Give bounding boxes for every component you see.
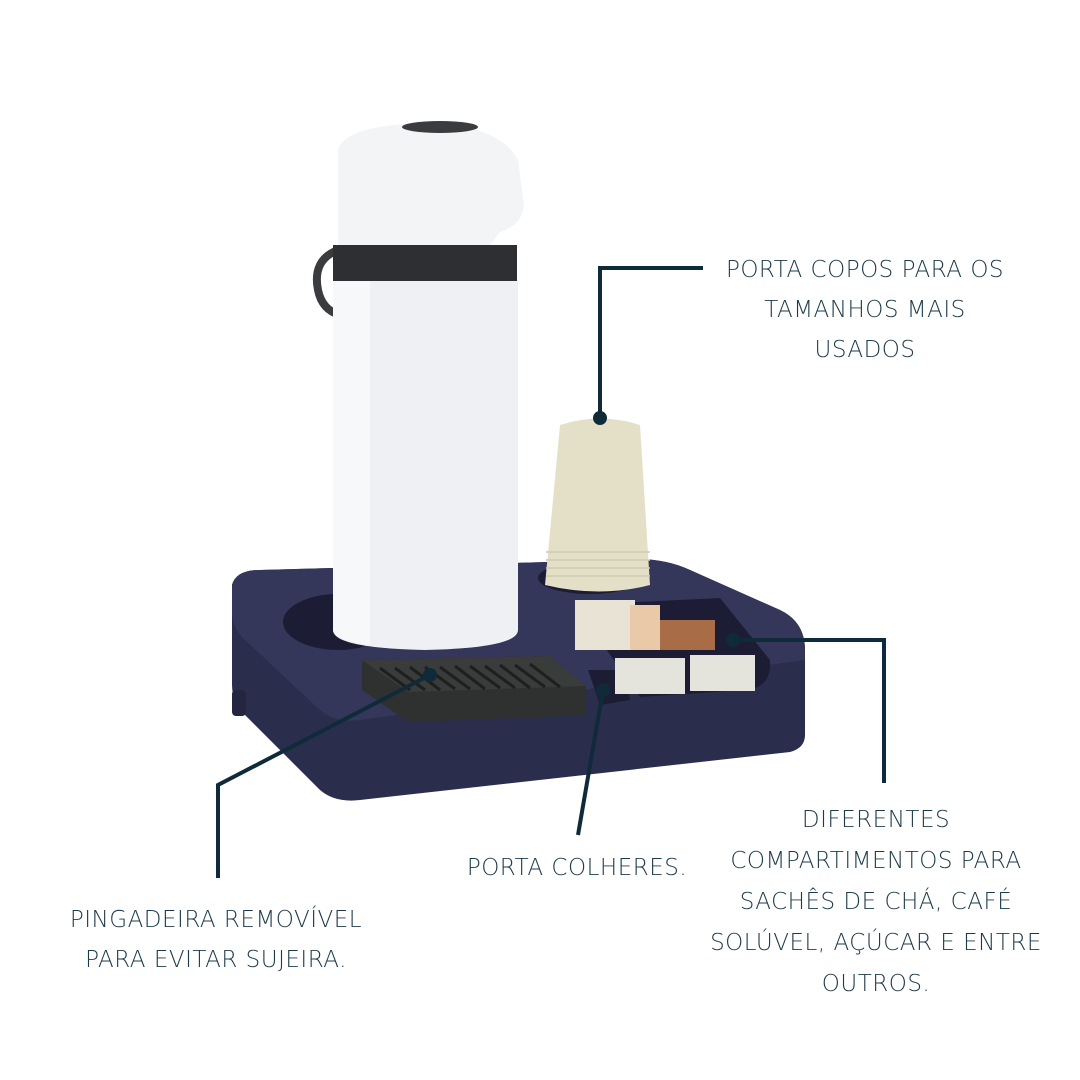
callout-dot-drip-tray <box>423 668 437 682</box>
callout-line: COMPARTIMENTOS PARA <box>730 848 1022 874</box>
sachets <box>575 600 755 694</box>
callout-line: SACHÊS DE CHÁ, CAFÉ <box>739 889 1013 915</box>
callout-line-drip-tray <box>216 673 431 878</box>
callout-line: PINGADEIRA REMOVÍVEL <box>69 907 363 933</box>
callout-compartments-text: DIFERENTES COMPARTIMENTOS PARA SACHÊS DE… <box>706 800 1046 1005</box>
callout-line: TAMANHOS MAIS <box>764 297 966 323</box>
callout-line: OUTROS. <box>821 971 931 997</box>
callout-line: SOLÚVEL, AÇÚCAR E ENTRE <box>710 930 1042 956</box>
thermos-band <box>333 245 517 281</box>
callout-line: DIFERENTES <box>801 807 951 833</box>
pump-button <box>402 121 478 133</box>
thermos-lid <box>338 123 524 245</box>
callout-line: PORTA COLHERES. <box>466 855 688 881</box>
callout-line: USADOS <box>814 337 916 363</box>
callout-lines <box>216 266 886 878</box>
thermos <box>313 121 524 650</box>
callout-cups-text: PORTA COPOS PARA OS TAMANHOS MAIS USADOS <box>705 250 1025 370</box>
callout-spoons-text: PORTA COLHERES. <box>437 848 717 888</box>
callout-dot-spoons <box>596 683 610 697</box>
drip-tray <box>362 656 586 722</box>
callout-line-cups <box>598 266 703 418</box>
callout-drip-tray-text: PINGADEIRA REMOVÍVEL PARA EVITAR SUJEIRA… <box>56 900 376 980</box>
callout-line-spoons <box>576 689 605 836</box>
thermos-handle <box>313 246 342 319</box>
callout-line: PARA EVITAR SUJEIRA. <box>85 947 347 973</box>
callout-dot-cups <box>593 411 607 425</box>
callout-line: PORTA COPOS PARA OS <box>725 257 1005 283</box>
callout-dot-compartments <box>726 633 740 647</box>
callout-line-compartments <box>733 638 886 783</box>
cup-stack <box>545 418 650 592</box>
